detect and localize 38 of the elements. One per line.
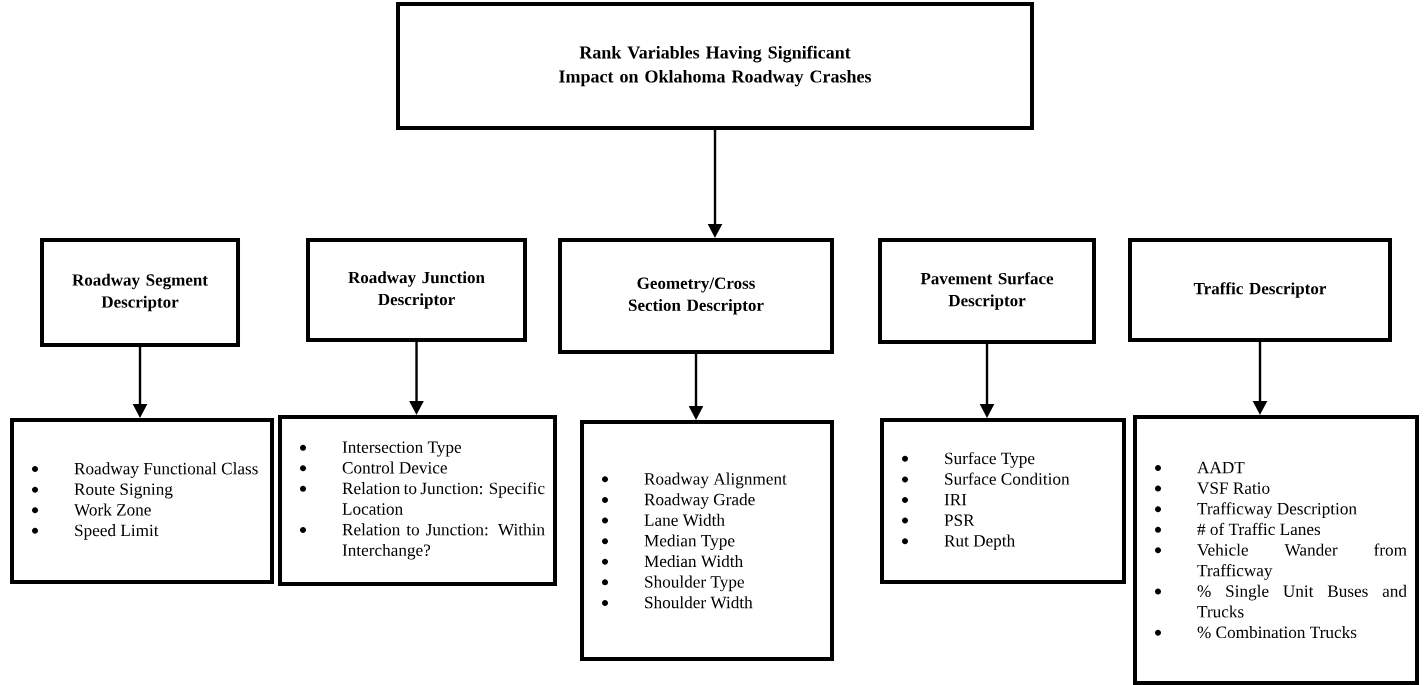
category-box: Traffic Descriptor [1128, 238, 1392, 342]
bullet-item: Roadway Grade [602, 493, 755, 509]
list-box [1133, 415, 1419, 685]
bullet-item: Speed Limit [32, 524, 159, 540]
bullet-item: IRI [902, 493, 967, 506]
bullet-item: # of Traffic Lanes [1155, 522, 1321, 536]
list-box [10, 418, 274, 584]
bullet-item: Relation to Junction: Within Interchange? [300, 523, 545, 560]
bullet-item: Shoulder Width [602, 596, 753, 609]
bullet-item: Median Width [602, 555, 743, 568]
bullet-item: Intersection Type [300, 441, 462, 457]
bullet-item: % Combination Trucks [1155, 626, 1357, 639]
category-box: Geometry/Cross Section Descriptor [558, 238, 834, 354]
title-box: Rank Variables Having Significant Impact on Oklahoma Roadway Crashes [396, 2, 1034, 130]
bullet-item: AADT [1155, 461, 1245, 474]
bullet-item: Trafficway Description [1155, 502, 1357, 519]
bullet-item: Surface Condition [902, 472, 1070, 485]
bullet-item: Lane Width [602, 513, 725, 526]
bullet-item: Roadway Functional Class [32, 462, 258, 478]
category-box: Roadway Segment Descriptor [40, 238, 240, 347]
bullet-item: % Single Unit Buses and Trucks [1155, 584, 1407, 618]
bullet-item: Surface Type [902, 451, 1035, 468]
bullet-item: Relation to Junction: Specific Location [300, 481, 545, 515]
list-box [278, 415, 557, 586]
bullet-item: VSF Ratio [1155, 482, 1270, 494]
bullet-item: Rut Depth [902, 534, 1015, 551]
bullet-item: PSR [902, 514, 975, 526]
bullet-item: Vehicle Wander from Trafficway [1155, 543, 1407, 580]
list-box [580, 420, 834, 661]
category-box: Roadway Junction Descriptor [306, 238, 527, 342]
bullet-item: Control Device [300, 461, 447, 474]
bullet-item: Shoulder Type [602, 575, 744, 592]
list-box [880, 418, 1126, 584]
category-box: Pavement Surface Descriptor [878, 238, 1096, 344]
bullet-item: Work Zone [32, 503, 151, 516]
bullet-item: Median Type [602, 534, 735, 551]
bullet-item: Route Signing [32, 483, 173, 499]
bullet-item: Roadway Alignment [602, 472, 787, 489]
